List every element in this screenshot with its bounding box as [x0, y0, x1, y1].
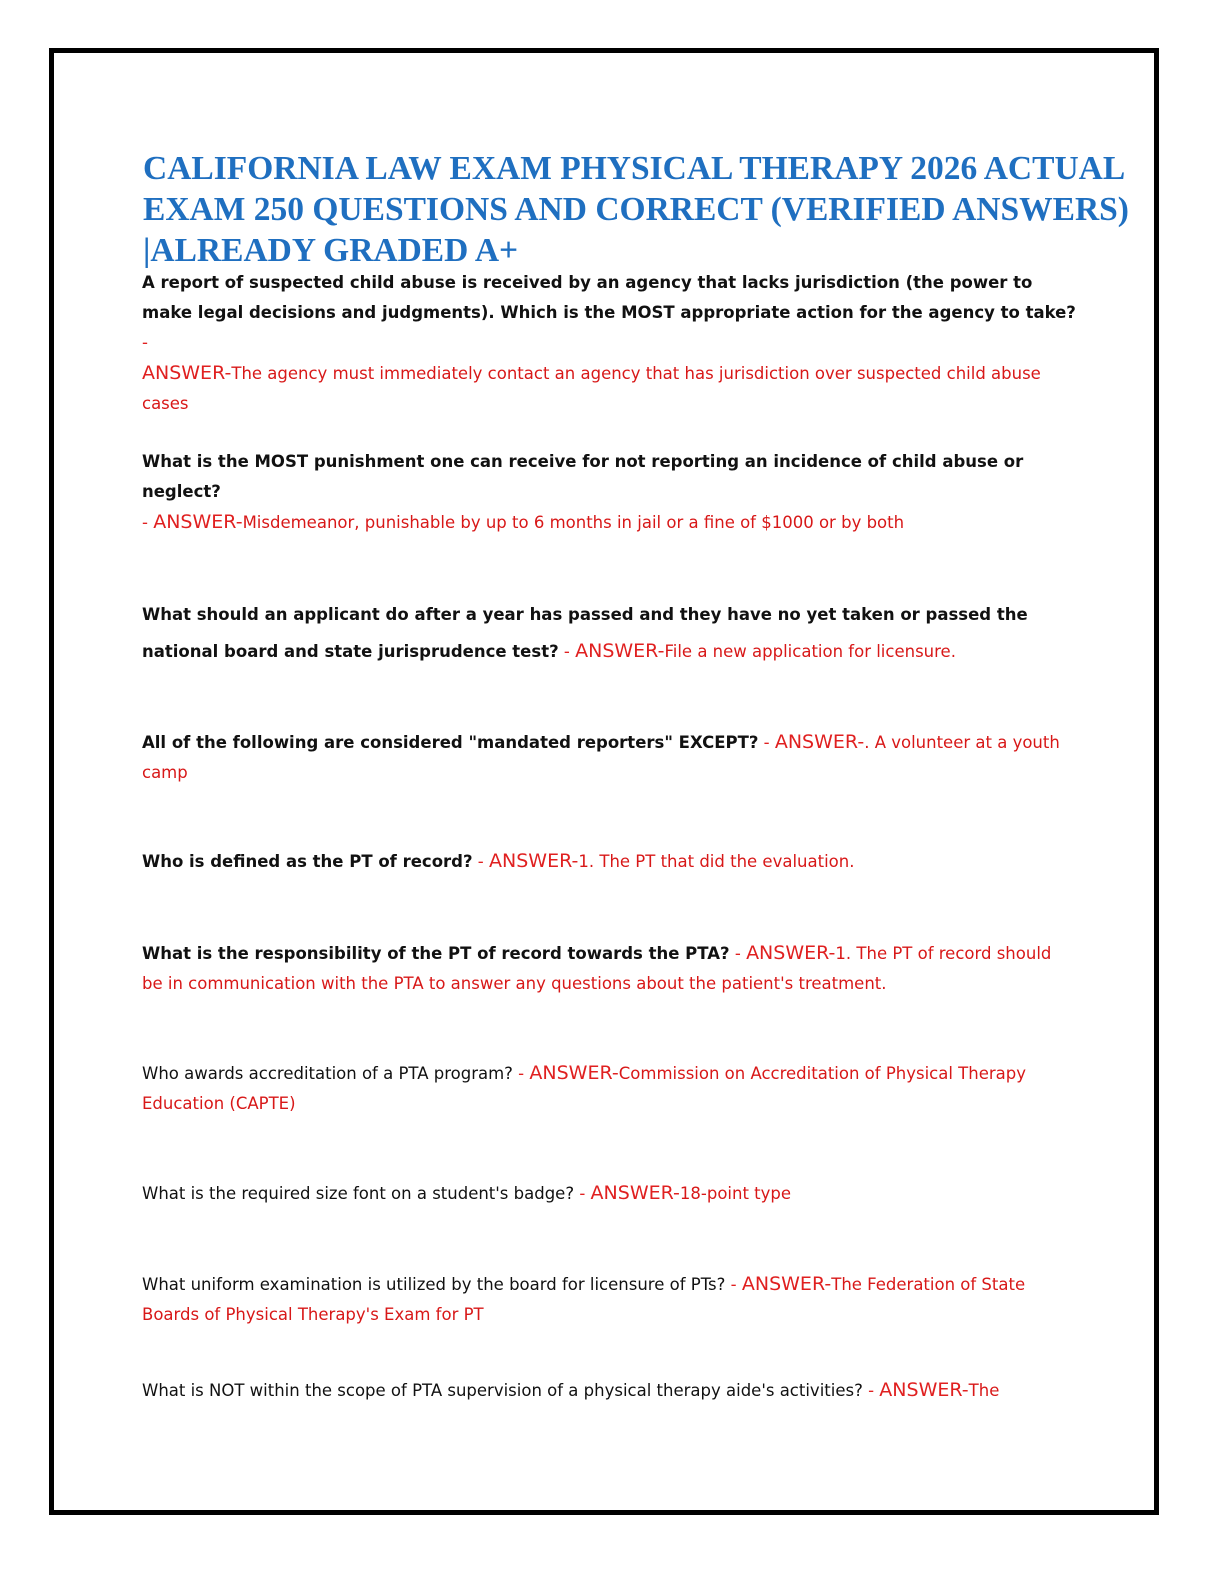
- answer-label-10: ANSWER-: [879, 1379, 969, 1401]
- qa-item-10: What is NOT within the scope of PTA supe…: [142, 1375, 1102, 1406]
- question-8: What is the required size font on a stud…: [142, 1184, 575, 1203]
- answer-label-1: ANSWER-: [142, 362, 232, 384]
- answer-1: The agency must immediately contact an a…: [142, 364, 1041, 413]
- answer-dash-1: -: [142, 333, 148, 352]
- answer-4: . A volunteer at a youth camp: [142, 733, 1060, 782]
- question-10: What is NOT within the scope of PTA supe…: [142, 1381, 863, 1400]
- answer-dash-10: -: [862, 1381, 880, 1400]
- qa-item-8: What is the required size font on a stud…: [142, 1178, 1077, 1209]
- answer-7: Commission on Accreditation of Physical …: [142, 1064, 1027, 1113]
- page-border: [49, 48, 1159, 1515]
- answer-dash-8: -: [574, 1184, 591, 1203]
- answer-dash-6: -: [729, 944, 747, 963]
- answer-dash-3: -: [558, 642, 576, 661]
- answer-dash-7: -: [512, 1064, 530, 1083]
- answer-label-5: ANSWER-: [489, 850, 579, 872]
- answer-2: Misdemeanor, punishable by up to 6 month…: [242, 513, 905, 532]
- answer-9: The Federation of State Boards of Physic…: [142, 1275, 1026, 1324]
- question-9: What uniform examination is utilized by …: [142, 1275, 726, 1294]
- answer-label-7: ANSWER-: [529, 1062, 619, 1084]
- qa-item-9: What uniform examination is utilized by …: [142, 1269, 1077, 1330]
- answer-dash-5: -: [472, 852, 490, 871]
- answer-label-3: ANSWER-: [575, 640, 665, 662]
- qa-item-6: What is the responsibility of the PT of …: [142, 938, 1077, 999]
- qa-item-2: What is the MOST punishment one can rece…: [142, 447, 1077, 538]
- document-title: CALIFORNIA LAW EXAM PHYSICAL THERAPY 202…: [143, 150, 1129, 269]
- answer-5: 1. The PT that did the evaluation.: [578, 852, 855, 871]
- question-2: What is the MOST punishment one can rece…: [142, 452, 1024, 501]
- answer-6: 1. The PT of record should be in communi…: [142, 944, 1052, 993]
- question-3: What should an applicant do after a year…: [142, 605, 1028, 661]
- answer-dash-2: -: [142, 513, 154, 532]
- answer-label-4: ANSWER-: [774, 731, 865, 753]
- answer-dash-4: -: [758, 733, 775, 752]
- qa-item-1: A report of suspected child abuse is rec…: [142, 268, 1077, 419]
- question-6: What is the responsibility of the PT of …: [142, 944, 730, 963]
- answer-label-6: ANSWER-: [746, 942, 836, 964]
- answer-3: File a new application for licensure.: [664, 642, 956, 661]
- answer-label-8: ANSWER-: [590, 1182, 680, 1204]
- qa-item-4: All of the following are considered "man…: [142, 727, 1077, 788]
- question-4: All of the following are considered "man…: [142, 733, 759, 752]
- question-1: A report of suspected child abuse is rec…: [142, 273, 1076, 322]
- qa-item-3: What should an applicant do after a year…: [142, 596, 1077, 670]
- answer-8: 18-point type: [679, 1184, 792, 1203]
- question-5: Who is defined as the PT of record?: [142, 852, 473, 871]
- qa-item-7: Who awards accreditation of a PTA progra…: [142, 1058, 1077, 1119]
- answer-dash-9: -: [725, 1275, 742, 1294]
- question-7: Who awards accreditation of a PTA progra…: [142, 1064, 513, 1083]
- qa-item-5: Who is defined as the PT of record? - AN…: [142, 846, 1077, 877]
- answer-label-9: ANSWER-: [741, 1273, 832, 1295]
- answer-10: The: [968, 1381, 1000, 1400]
- answer-label-2: ANSWER-: [153, 511, 243, 533]
